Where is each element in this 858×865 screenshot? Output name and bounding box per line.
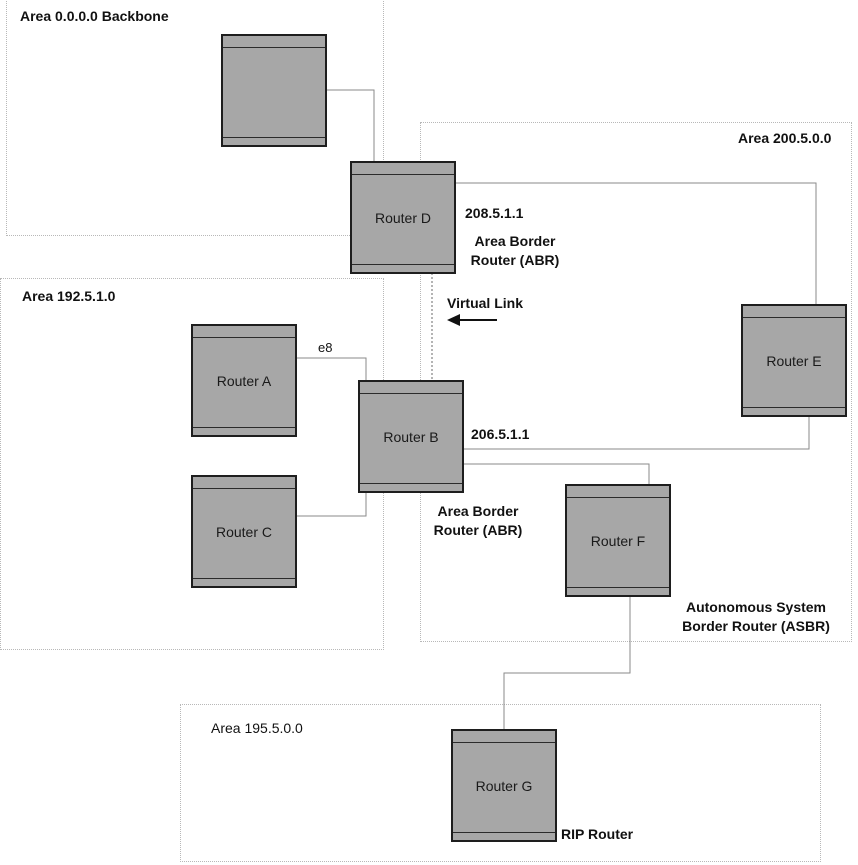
router-d-abr-line1: Area Border [474,233,556,249]
area-192-label: Area 192.5.1.0 [22,288,116,304]
router-g: Router G [451,729,557,842]
link-router-c-to-router-b [296,491,367,517]
backbone-router [221,34,327,147]
router-f-label: Router F [590,532,646,549]
link-router-d-to-router-e [455,182,817,305]
link-backbone-router-to-router-d [326,89,375,162]
virtual-link-label: Virtual Link [447,295,523,311]
area-backbone-label: Area 0.0.0.0 Backbone [20,8,169,24]
router-d-label: Router D [374,209,432,226]
router-e: Router E [741,304,847,417]
link-router-a-to-router-b [296,357,367,382]
router-f: Router F [565,484,671,597]
router-d-ip: 208.5.1.1 [465,205,524,221]
area-200-label: Area 200.5.0.0 [738,130,832,146]
router-f-asbr-note: Autonomous System Border Router (ASBR) [668,598,844,636]
router-b-abr-line2: Router (ABR) [433,522,523,538]
router-g-label: Router G [475,777,533,794]
area-195-box [180,704,821,862]
router-a-label: Router A [216,372,272,389]
link-router-b-to-router-e [463,417,810,450]
link-router-b-to-router-f [463,463,650,485]
rip-router-label: RIP Router [561,826,634,842]
router-c-label: Router C [215,523,273,540]
router-e-label: Router E [766,352,822,369]
router-d-abr-line2: Router (ABR) [470,252,560,268]
router-d: Router D [350,161,456,274]
router-a: Router A [191,324,297,437]
router-d-abr-note: Area Border Router (ABR) [456,232,574,270]
router-f-asbr-line1: Autonomous System [685,599,826,615]
area-backbone-box [6,0,384,236]
router-b-abr-note: Area Border Router (ABR) [419,502,537,540]
interface-e8-label: e8 [318,340,333,355]
router-b-abr-line1: Area Border [437,503,519,519]
router-f-asbr-line2: Border Router (ASBR) [682,618,830,634]
router-b: Router B [358,380,464,493]
router-c: Router C [191,475,297,588]
virtual-link-arrow-icon [447,314,497,326]
router-b-label: Router B [383,428,439,445]
area-195-label: Area 195.5.0.0 [211,720,303,736]
router-b-ip: 206.5.1.1 [471,426,530,442]
link-router-f-to-router-g [503,596,631,730]
